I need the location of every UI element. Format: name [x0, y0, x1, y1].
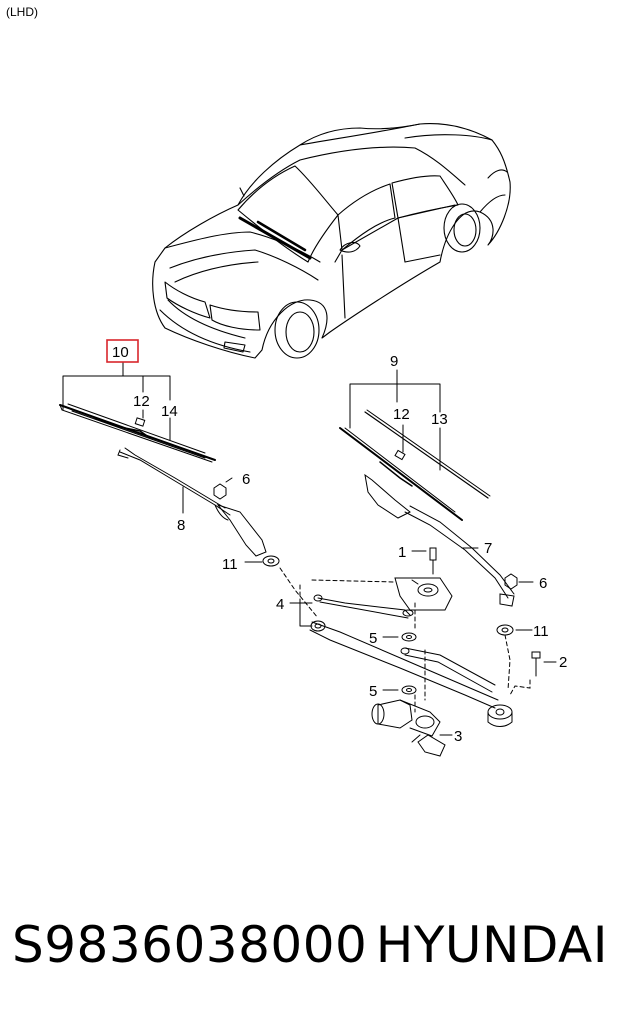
callout-4: 4 [276, 596, 284, 613]
callout-labels: 10 12 14 6 8 11 4 9 12 13 1 7 6 11 5 2 5… [106, 339, 567, 745]
callout-5-top: 5 [369, 630, 377, 647]
variant-label: (LHD) [6, 5, 38, 19]
callout-6-left: 6 [242, 471, 250, 488]
callout-2: 2 [559, 654, 567, 671]
callout-3: 3 [454, 728, 462, 745]
left-wiper-assembly [59, 361, 280, 567]
brand-name: HYUNDAI [375, 916, 608, 974]
callout-8: 8 [177, 517, 185, 534]
callout-6-right: 6 [539, 575, 547, 592]
callout-11-right: 11 [533, 623, 549, 640]
callout-13: 13 [431, 411, 448, 428]
linkage-and-motor [279, 567, 557, 757]
part-info-footer: S9836038000 HYUNDAI [0, 905, 620, 985]
callout-7: 7 [484, 540, 492, 557]
car-illustration [152, 123, 511, 359]
highlight-box [106, 339, 139, 363]
callout-1: 1 [398, 544, 406, 561]
callout-12-right: 12 [393, 406, 410, 423]
callout-9: 9 [390, 353, 398, 370]
callout-5-bottom: 5 [369, 683, 377, 700]
callout-12-left: 12 [133, 393, 150, 410]
part-number: S9836038000 [12, 916, 368, 974]
callout-14: 14 [161, 403, 178, 420]
callout-11-left: 11 [222, 556, 238, 573]
right-wiper-assembly [339, 369, 534, 636]
callout-10: 10 [112, 344, 129, 361]
